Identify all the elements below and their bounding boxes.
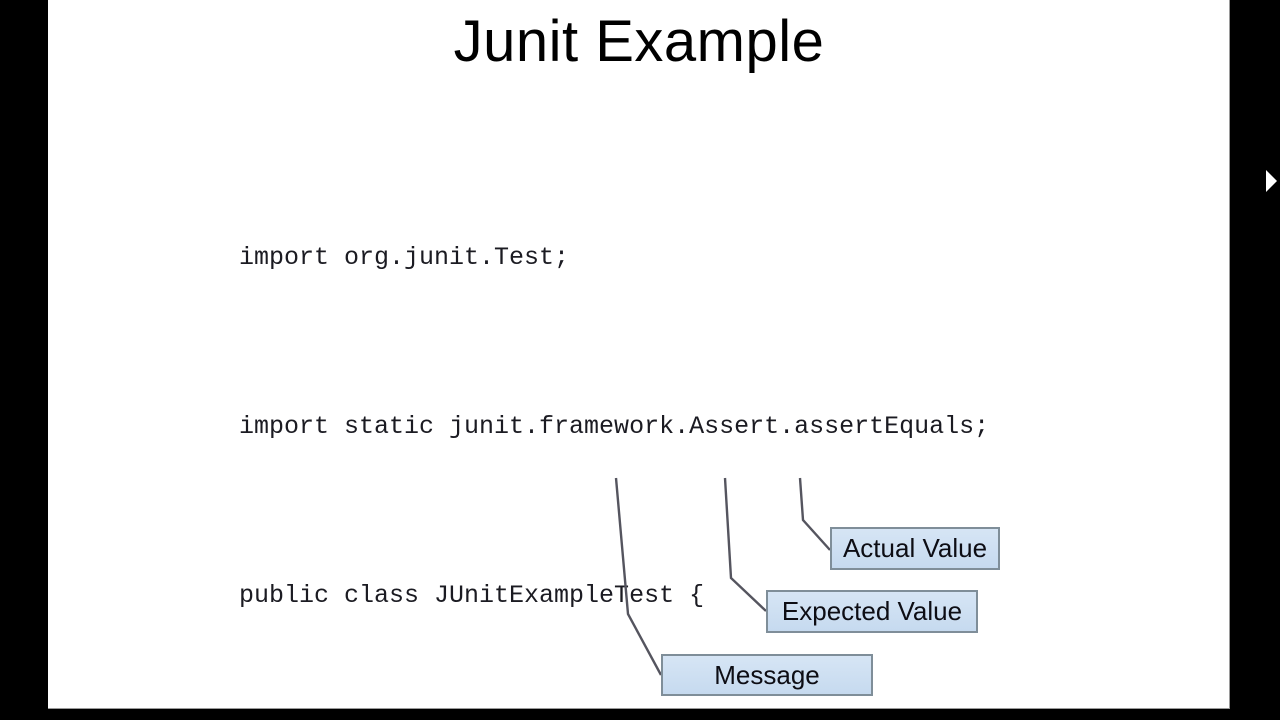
callout-expected-value: Expected Value [766, 590, 978, 633]
callout-message: Message [661, 654, 873, 696]
code-line: import org.junit.Test; [239, 243, 570, 272]
callout-actual-value: Actual Value [830, 527, 1000, 570]
code-line-blank [239, 666, 989, 695]
letterbox-bar-left [0, 0, 48, 720]
code-line-blank [239, 497, 989, 526]
play-arrow-cursor-icon[interactable] [1266, 170, 1277, 192]
letterbox-bar-right [1230, 0, 1280, 720]
slide-title: Junit Example [453, 9, 825, 74]
presentation-slide: Junit Example import org.junit.Test; imp… [48, 0, 1230, 709]
code-line-blank [239, 328, 989, 357]
code-line: import static junit.framework.Assert.ass… [239, 412, 990, 441]
java-code-block: import org.junit.Test; import static jun… [239, 188, 990, 708]
